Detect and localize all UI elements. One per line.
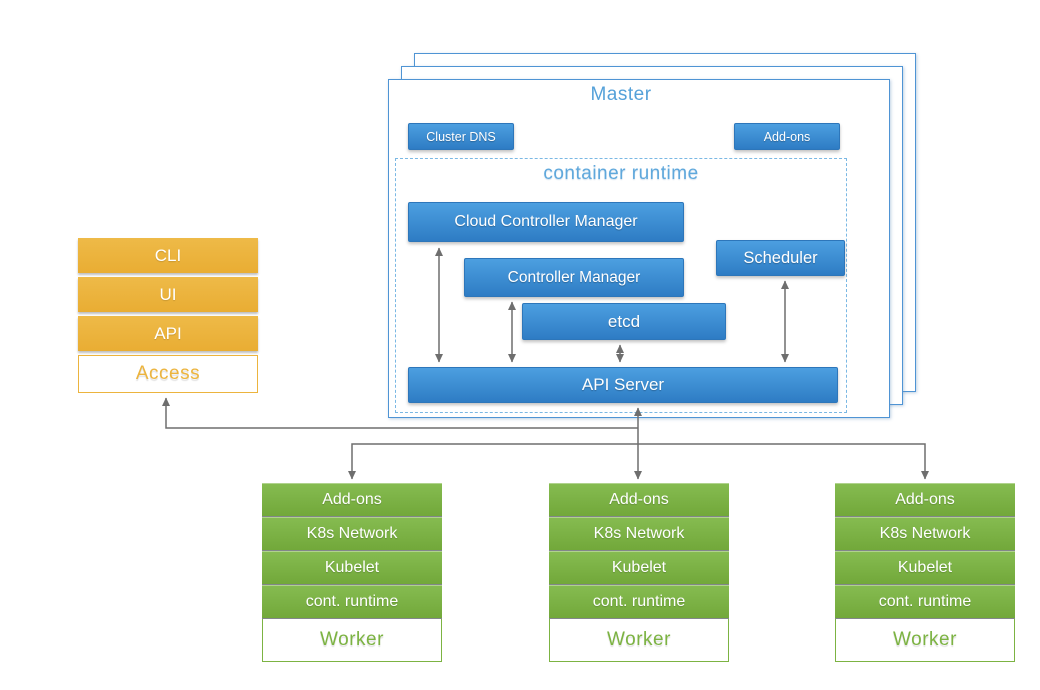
worker2-kubelet-label: Kubelet [611, 558, 667, 576]
controller-manager-box: Controller Manager [464, 258, 684, 297]
worker2-addons-row: Add-ons [549, 483, 729, 517]
etcd-box: etcd [522, 303, 726, 340]
worker1-kubelet-row: Kubelet [262, 551, 442, 585]
worker2-cont-runtime-label: cont. runtime [592, 592, 686, 610]
api-server-label: API Server [581, 375, 665, 394]
cli-label: CLI [154, 245, 182, 265]
worker3-label: Worker [893, 629, 957, 650]
worker3-kubelet-row: Kubelet [835, 551, 1015, 585]
cloud-controller-manager-label: Cloud Controller Manager [454, 213, 638, 230]
arrow-api-server-workers-1-3 [348, 443, 929, 480]
master-addons-box: Add-ons [734, 123, 840, 150]
worker1-k8s-network-label: K8s Network [306, 524, 398, 542]
worker3-base-box: Worker [835, 619, 1015, 662]
worker2-k8s-network-row: K8s Network [549, 517, 729, 551]
worker3-k8s-network-label: K8s Network [879, 524, 971, 542]
access-row-cli: CLI [78, 238, 258, 273]
worker-node-1: Add-ons K8s Network Kubelet cont. runtim… [262, 483, 442, 662]
worker2-k8s-network-label: K8s Network [593, 524, 685, 542]
worker-node-3: Add-ons K8s Network Kubelet cont. runtim… [835, 483, 1015, 662]
worker3-cont-runtime-label: cont. runtime [878, 592, 972, 610]
cluster-dns-label: Cluster DNS [426, 129, 496, 144]
worker1-label: Worker [320, 629, 384, 650]
scheduler-box: Scheduler [716, 240, 845, 276]
api-server-box: API Server [408, 367, 838, 403]
worker3-cont-runtime-row: cont. runtime [835, 585, 1015, 619]
scheduler-label: Scheduler [743, 248, 818, 267]
controller-manager-label: Controller Manager [507, 268, 641, 286]
worker2-cont-runtime-row: cont. runtime [549, 585, 729, 619]
worker1-addons-label: Add-ons [322, 490, 382, 508]
cluster-dns-box: Cluster DNS [408, 123, 514, 150]
cloud-controller-manager-box: Cloud Controller Manager [408, 202, 684, 242]
etcd-label: etcd [607, 311, 641, 331]
access-base-box: Access [78, 355, 258, 393]
worker-node-2: Add-ons K8s Network Kubelet cont. runtim… [549, 483, 729, 662]
api-label: API [154, 323, 182, 343]
worker1-cont-runtime-row: cont. runtime [262, 585, 442, 619]
worker3-k8s-network-row: K8s Network [835, 517, 1015, 551]
worker2-label: Worker [607, 629, 671, 650]
master-addons-label: Add-ons [763, 129, 811, 144]
access-label: Access [135, 363, 201, 384]
worker1-base-box: Worker [262, 619, 442, 662]
worker1-addons-row: Add-ons [262, 483, 442, 517]
worker3-kubelet-label: Kubelet [897, 558, 953, 576]
worker1-kubelet-label: Kubelet [324, 558, 380, 576]
worker2-kubelet-row: Kubelet [549, 551, 729, 585]
access-row-api: API [78, 316, 258, 351]
ui-label: UI [159, 284, 177, 304]
worker1-cont-runtime-label: cont. runtime [305, 592, 399, 610]
access-row-ui: UI [78, 277, 258, 312]
container-runtime-title: container runtime [543, 163, 699, 184]
worker3-addons-label: Add-ons [895, 490, 955, 508]
worker3-addons-row: Add-ons [835, 483, 1015, 517]
worker1-k8s-network-row: K8s Network [262, 517, 442, 551]
master-title: Master [590, 84, 652, 105]
worker2-addons-label: Add-ons [609, 490, 669, 508]
worker2-base-box: Worker [549, 619, 729, 662]
